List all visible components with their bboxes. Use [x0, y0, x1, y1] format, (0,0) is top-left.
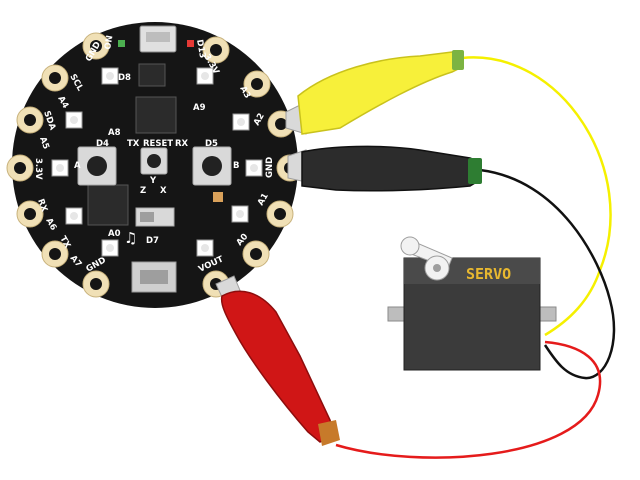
- flash-chip: [138, 63, 166, 87]
- label-rx-led: RX: [175, 139, 189, 149]
- speaker-note-icon: ♫: [124, 229, 137, 247]
- pad-label-a5: A5: [37, 136, 51, 151]
- battery-connector: [131, 261, 177, 293]
- yellow-wire: [461, 56, 612, 337]
- label-a0-speaker: A0: [108, 229, 121, 239]
- label-axis-x: X: [160, 186, 167, 196]
- servo-motor: SERVO: [387, 236, 557, 371]
- button-b[interactable]: [192, 146, 232, 186]
- slide-switch[interactable]: [135, 207, 175, 227]
- label-tx-led: TX: [127, 139, 140, 149]
- label-a9: A9: [193, 103, 206, 113]
- label-d13: D13: [194, 39, 207, 59]
- pad-label-rx: RX: [35, 198, 49, 214]
- servo-label: SERVO: [466, 265, 511, 283]
- red-wire: [335, 340, 602, 459]
- black-alligator-clip: [287, 145, 482, 192]
- label-button-a: A: [74, 161, 81, 171]
- yellow-alligator-clip: [285, 50, 464, 135]
- label-button-b: B: [233, 161, 239, 171]
- power-led: [118, 40, 125, 47]
- microcontroller-chip: [135, 96, 177, 134]
- label-d7: D7: [146, 236, 159, 246]
- pad-label-gnd-right: GND: [265, 157, 275, 178]
- d13-led: [187, 40, 194, 47]
- label-d4: D4: [96, 139, 109, 149]
- button-a[interactable]: [77, 146, 117, 186]
- label-a8: A8: [108, 128, 121, 138]
- red-alligator-clip: [215, 275, 340, 446]
- reset-button[interactable]: [140, 147, 168, 175]
- label-reset: RESET: [143, 139, 173, 149]
- pad-label-3v3-left: 3.3V: [33, 158, 43, 180]
- label-axis-z: Z: [140, 186, 146, 196]
- servo-horn: [400, 236, 453, 281]
- circuit-playground-board: ♫ ON D13 D8 A8 A9 D4 TX RESET RX D5 A B …: [6, 22, 304, 308]
- black-wire: [479, 168, 616, 380]
- label-on: ON: [103, 35, 115, 51]
- accelerometer-chip: [87, 184, 129, 226]
- label-d8: D8: [118, 73, 131, 83]
- label-d5: D5: [205, 139, 218, 149]
- light-sensor: [213, 192, 223, 202]
- label-axis-y: Y: [149, 176, 157, 186]
